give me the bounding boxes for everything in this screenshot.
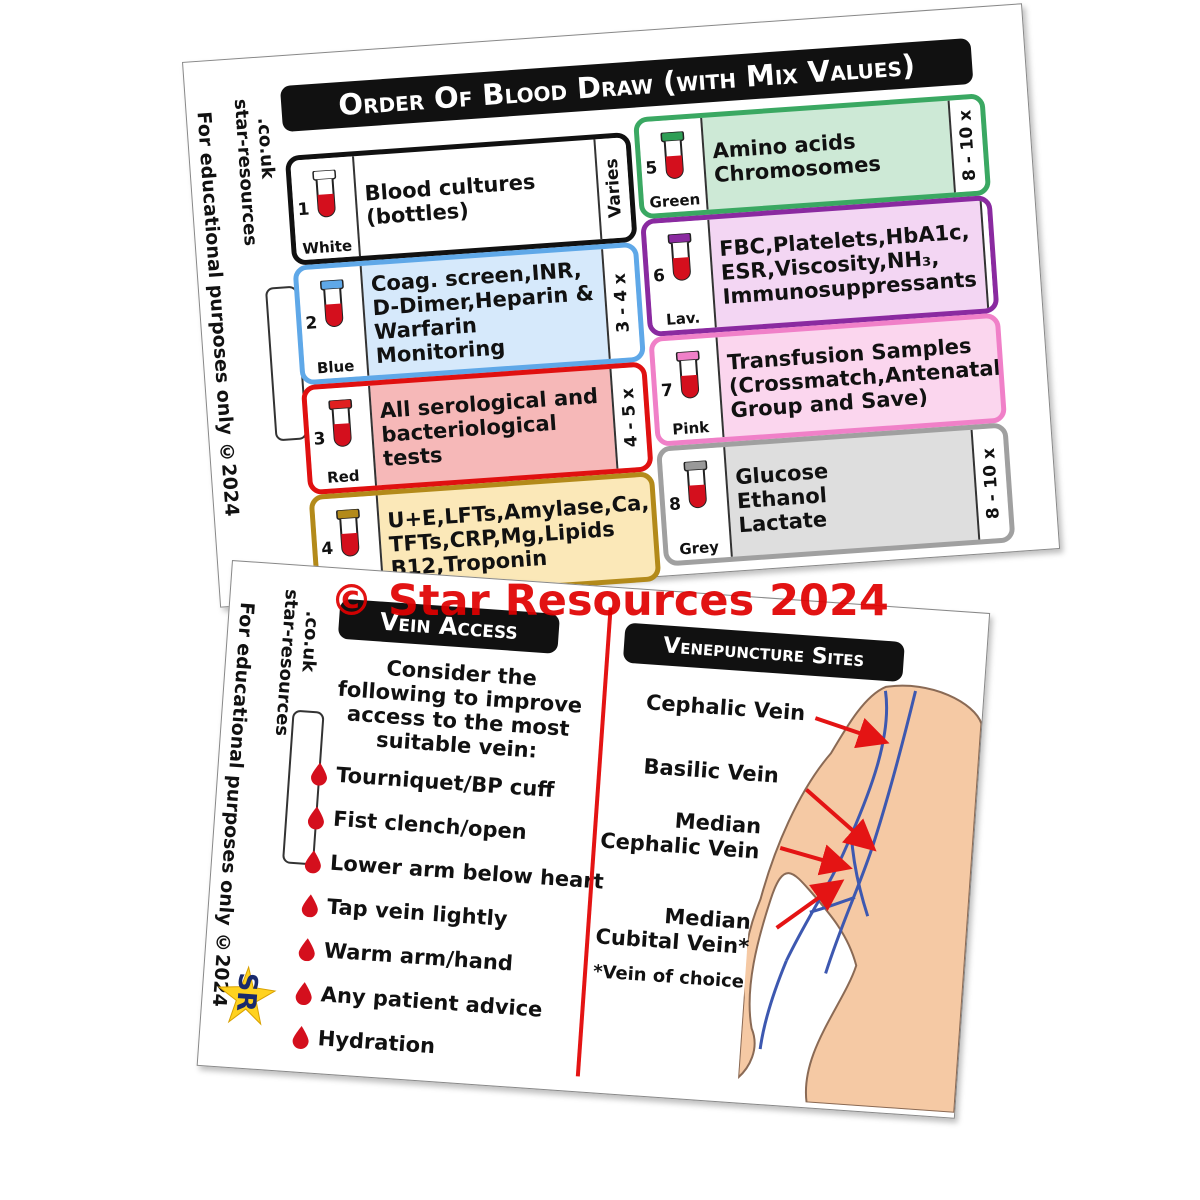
tube-icon-cell: 6 Lav.: [645, 219, 717, 332]
vein-access-card: For educational purposes only ©2024 star…: [196, 560, 991, 1119]
blood-tube-icon: [660, 131, 685, 179]
mix-value: 8 - 10 x: [955, 109, 981, 182]
blood-drop-icon: [292, 1025, 309, 1049]
mix-value-cell: 3 - 4 x: [601, 246, 641, 359]
tube-color-name: White: [301, 236, 353, 259]
tube-color-name: Red: [326, 466, 361, 487]
tube-row-6: 6 Lav. FBC,Platelets,HbA1c, ESR,Viscosit…: [640, 194, 1000, 338]
tube-row-4: 4 Gold U+E,LFTs,Amylase,Ca, TFTs,CRP,Mg,…: [308, 471, 662, 605]
tube-number: 6: [652, 266, 666, 287]
blood-drop-icon: [295, 982, 312, 1006]
tube-color-name: Green: [648, 190, 701, 212]
blood-tube-icon: [675, 350, 700, 399]
tube-number: 3: [312, 428, 327, 450]
mix-value-cell: 8 - 10 x: [947, 98, 986, 193]
tube-grid: 1 White Blood cultures (bottles) Varies …: [183, 4, 1021, 605]
mix-value: 4 - 5 x: [617, 387, 642, 448]
site-domain: .co.uk: [253, 116, 279, 180]
mix-value: Varies: [601, 157, 626, 219]
tube-icon-cell: 4 Gold: [313, 495, 385, 600]
tip-item: Tap vein lightly: [300, 893, 508, 931]
tube-row-3: 3 Red All serological and bacteriologica…: [300, 361, 654, 496]
blood-drop-icon: [298, 938, 315, 962]
tube-number: 7: [660, 380, 674, 402]
mix-value: 8 - 10 x: [987, 217, 1000, 290]
tube-color-name: Grey: [678, 537, 720, 559]
tube-number: 1: [296, 199, 311, 221]
blood-tube-icon: [683, 460, 708, 509]
tube-icon-cell: 8 Grey: [661, 447, 733, 562]
mix-value: 3 - 4 x: [609, 272, 634, 334]
tip-item: Hydration: [291, 1024, 436, 1058]
order-of-draw-card: For educational purposes only ©2024 star…: [182, 3, 1061, 608]
tip-item: Tourniquet/BP cuff: [309, 761, 555, 802]
blood-drop-icon: [304, 850, 321, 874]
tube-row-2: 2 Blue Coag. screen,INR, D-Dimer,Heparin…: [292, 241, 647, 386]
copyright-watermark: © Star Resources 2024: [330, 576, 889, 626]
blood-tube-icon: [319, 279, 344, 327]
tube-tests: Transfusion Samples (Crossmatch,Antenata…: [726, 333, 1008, 423]
tip-item: Fist clench/open: [306, 805, 528, 844]
tube-row-8: 8 Grey Glucose Ethanol Lactate 8 - 10 x: [656, 422, 1016, 567]
tube-tests: All serological and bacteriological test…: [378, 383, 599, 471]
blood-tube-icon: [336, 508, 360, 557]
tube-icon-cell: 2 Blue: [297, 265, 370, 381]
tip-item: Warm arm/hand: [297, 937, 514, 976]
mix-value-cell: 4 - 5 x: [609, 366, 649, 469]
tip-item: Any patient advice: [294, 980, 543, 1022]
mix-value: 8 - 10 x: [978, 447, 1004, 520]
blood-tube-icon: [312, 169, 337, 218]
tube-icon-cell: 1 White: [290, 156, 361, 261]
tube-number: 8: [668, 494, 682, 516]
tube-row-1: 1 White Blood cultures (bottles) Varies: [284, 131, 638, 266]
tube-icon-cell: 7 Pink: [653, 337, 725, 442]
tube-tests: FBC,Platelets,HbA1c, ESR,Viscosity,NH₃, …: [718, 219, 978, 309]
tube-number: 4: [320, 538, 334, 560]
pointer-arrows: [775, 716, 890, 930]
blood-drop-icon: [307, 806, 324, 830]
tube-tests: Glucose Ethanol Lactate: [734, 458, 829, 538]
tube-icon-cell: 3 Red: [306, 385, 378, 490]
tube-number: 5: [644, 157, 659, 179]
tube-tests: Coag. screen,INR, D-Dimer,Heparin & Warf…: [370, 257, 595, 369]
tube-tests: Blood cultures (bottles): [363, 169, 537, 230]
tube-tests: Amino acids Chromosomes: [711, 129, 882, 188]
blood-tube-icon: [667, 232, 692, 281]
tube-color-name: Pink: [671, 418, 710, 439]
blood-drop-icon: [311, 762, 328, 786]
tube-row-5: 5 Green Amino acids Chromosomes 8 - 10 x: [632, 93, 992, 220]
tip-item: Lower arm below heart: [303, 849, 605, 894]
mix-value-cell: Varies: [593, 137, 633, 240]
tube-color-name: Blue: [316, 356, 355, 378]
tube-row-7: 7 Pink Transfusion Samples (Crossmatch,A…: [648, 312, 1008, 447]
tube-number: 2: [304, 313, 319, 334]
blood-tube-icon: [328, 398, 353, 447]
blood-drop-icon: [301, 894, 318, 918]
mix-value-cell: 8 - 10 x: [970, 427, 1011, 540]
tips-list: Tourniquet/BP cuff Fist clench/open Lowe…: [233, 561, 989, 1058]
tube-icon-cell: 5 Green: [638, 117, 709, 215]
sr-logo: SR: [214, 963, 278, 1031]
tube-color-name: Lav.: [665, 308, 701, 329]
